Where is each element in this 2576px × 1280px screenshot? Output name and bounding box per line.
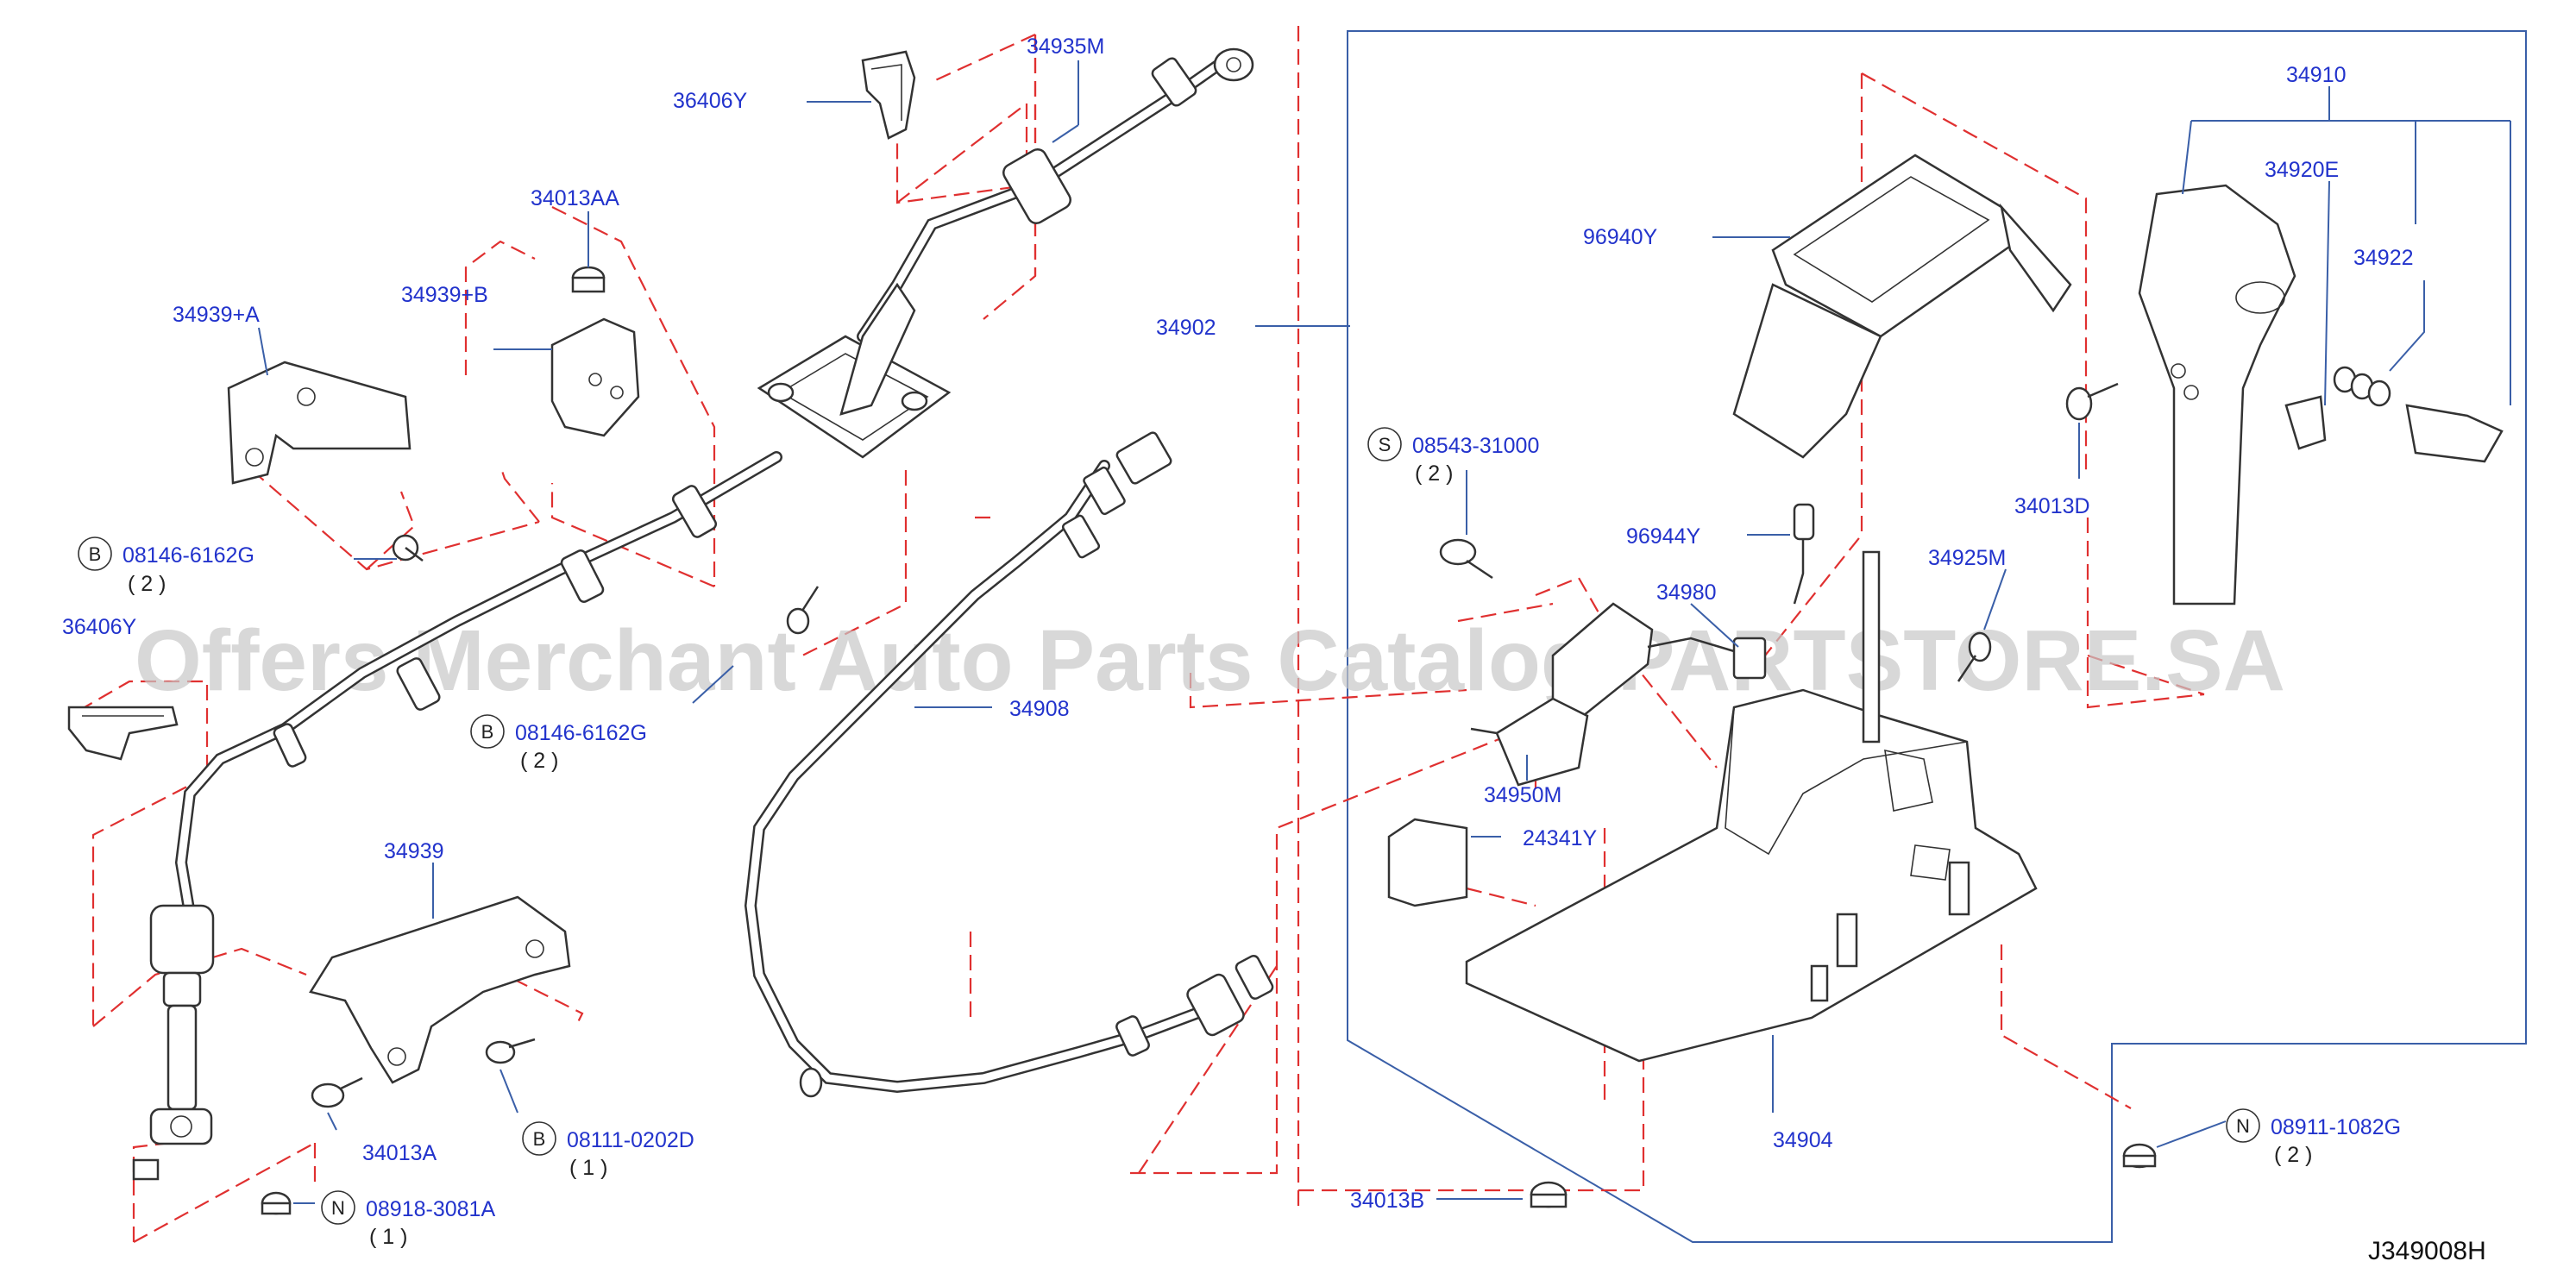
svg-text:( 2 ): ( 2 ) <box>2274 1143 2312 1167</box>
svg-text:( 2 ): ( 2 ) <box>128 572 166 596</box>
svg-text:( 1 ): ( 1 ) <box>369 1225 407 1249</box>
svg-text:N: N <box>2236 1115 2250 1137</box>
label-34904: 34904 <box>1773 1128 1833 1152</box>
label-96940y: 96940Y <box>1583 225 1658 249</box>
nut-08918 <box>261 1191 292 1215</box>
part-labels: 34935M 36406Y 34013AA 34939+B 34939+A 34… <box>62 35 2414 1249</box>
callout-08146-a: B 08146-6162G ( 2 ) <box>78 536 254 596</box>
svg-text:B: B <box>481 721 494 743</box>
svg-text:N: N <box>331 1197 345 1219</box>
screw-34013d <box>2065 382 2119 421</box>
bolt-34925m <box>1957 631 1992 682</box>
nut-34013aa <box>571 266 606 293</box>
label-34902: 34902 <box>1156 316 1216 340</box>
nut-08911 <box>2122 1143 2157 1169</box>
spring-34922 <box>2333 366 2504 463</box>
block-24341y <box>1387 818 1468 907</box>
bolt-08146-a <box>392 534 424 562</box>
label-08146-b: 08146-6162G <box>515 721 647 745</box>
svg-text:( 2 ): ( 2 ) <box>520 749 558 773</box>
screw-08543 <box>1439 538 1493 580</box>
switch-34980 <box>1551 602 1767 718</box>
bulb-96944y <box>1793 503 1815 605</box>
solenoid-34950m <box>1470 697 1589 787</box>
label-34950m: 34950M <box>1484 783 1561 807</box>
bracket-34939b <box>550 317 640 437</box>
label-36406y-left: 36406Y <box>62 615 137 639</box>
clip-36406y-left <box>67 706 179 761</box>
leader-lines <box>258 60 2511 1204</box>
label-34908: 34908 <box>1009 697 1070 721</box>
callout-08146-b: B 08146-6162G ( 2 ) <box>470 714 647 773</box>
label-34935m: 34935M <box>1027 35 1104 59</box>
label-34925m: 34925M <box>1928 546 2006 570</box>
nut-34013b <box>1530 1181 1568 1208</box>
clip-36406y-top <box>861 50 916 140</box>
svg-text:B: B <box>89 543 102 565</box>
label-08918: 08918-3081A <box>366 1197 495 1221</box>
label-34013d: 34013D <box>2014 494 2090 518</box>
button-34920e <box>2284 395 2327 450</box>
svg-text:( 2 ): ( 2 ) <box>1415 461 1453 486</box>
svg-text:( 1 ): ( 1 ) <box>569 1156 607 1180</box>
callout-08911: N 08911-1082G ( 2 ) <box>2226 1108 2401 1167</box>
indicator-96940y <box>1732 154 2072 459</box>
control-cable-34935m <box>757 47 1254 459</box>
label-34013a: 34013A <box>362 1141 437 1165</box>
label-34920e: 34920E <box>2265 158 2339 182</box>
label-24341y: 24341Y <box>1523 826 1598 850</box>
label-08543: 08543-31000 <box>1412 434 1539 458</box>
svg-text:S: S <box>1379 434 1392 455</box>
assembly-frame <box>1347 30 2527 1243</box>
bracket-34939 <box>309 895 571 1084</box>
callout-08918: N 08918-3081A ( 1 ) <box>321 1190 495 1249</box>
base-34904 <box>1465 550 2038 1063</box>
bolt-08146-b <box>786 586 820 635</box>
watermark-text: Offers Merchant Auto Parts Catalog PARTS… <box>135 612 2285 709</box>
label-34013b: 34013B <box>1350 1189 1424 1213</box>
svg-text:B: B <box>533 1128 546 1150</box>
label-34939b: 34939+B <box>401 283 488 307</box>
callout-08111: B 08111-0202D ( 1 ) <box>522 1121 694 1180</box>
shift-cable-34902 <box>132 451 782 1181</box>
label-34980: 34980 <box>1656 580 1717 605</box>
bolt-34013a <box>311 1076 363 1108</box>
knob-34910 <box>2138 184 2296 605</box>
label-34910: 34910 <box>2286 63 2347 87</box>
diagram-code: J349008H <box>2368 1237 2486 1265</box>
bracket-34939a <box>227 361 412 485</box>
label-08111: 08111-0202D <box>567 1128 694 1152</box>
label-08911: 08911-1082G <box>2271 1115 2401 1139</box>
label-34922: 34922 <box>2353 246 2414 270</box>
callout-08543: S 08543-31000 ( 2 ) <box>1367 427 1539 486</box>
label-08146-a: 08146-6162G <box>123 543 254 568</box>
bolt-08111 <box>485 1038 536 1064</box>
label-36406y-top: 36406Y <box>673 89 748 113</box>
label-34013aa: 34013AA <box>531 186 619 210</box>
label-34939: 34939 <box>384 839 444 863</box>
cable-34908 <box>744 431 1274 1098</box>
label-34939a: 34939+A <box>173 303 260 327</box>
label-96944y: 96944Y <box>1626 524 1701 549</box>
